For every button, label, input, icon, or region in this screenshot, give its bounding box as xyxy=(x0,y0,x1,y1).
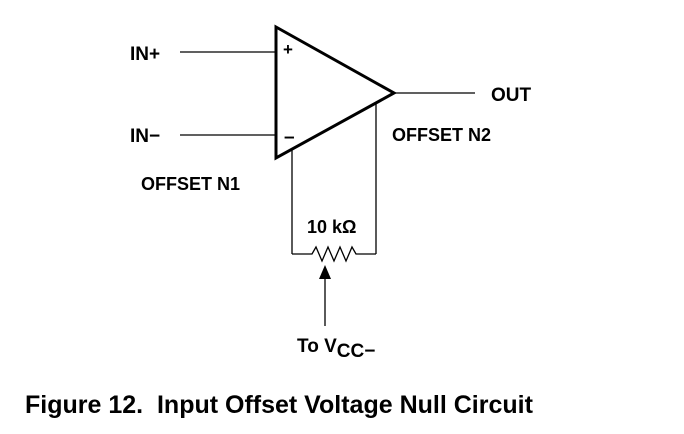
potentiometer-resistor xyxy=(292,245,376,263)
offset-n1-label: OFFSET N1 xyxy=(141,174,240,194)
in-minus-label: IN− xyxy=(130,126,160,147)
minus-symbol: – xyxy=(284,127,295,148)
figure-caption: Figure 12. Input Offset Voltage Null Cir… xyxy=(25,391,534,419)
in-plus-label: IN+ xyxy=(130,44,160,65)
supply-subscript: CC− xyxy=(337,341,376,362)
offset-n2-label: OFFSET N2 xyxy=(392,125,491,145)
plus-symbol: + xyxy=(283,40,293,59)
wiper-arrow xyxy=(319,265,331,279)
out-label: OUT xyxy=(491,85,532,106)
op-amp-triangle xyxy=(274,24,398,161)
supply-label: To VCC− xyxy=(297,336,375,362)
resistor-value-label: 10 kΩ xyxy=(307,217,356,237)
supply-prefix: To V xyxy=(297,336,337,357)
